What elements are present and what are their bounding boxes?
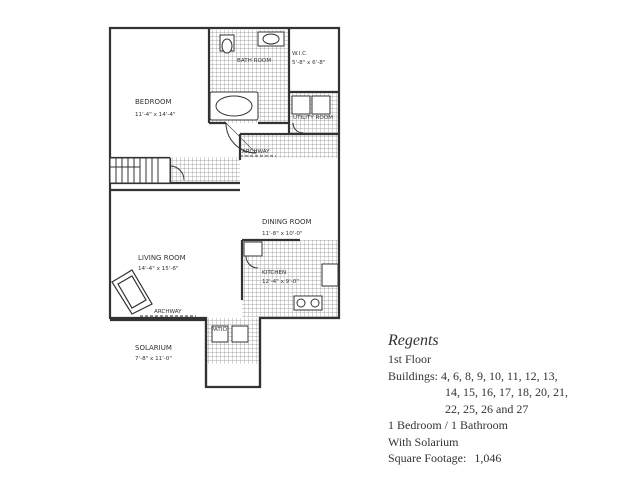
room-name-wic: W.I.C. bbox=[292, 51, 308, 57]
unit-info-legend: Regents 1st Floor Buildings: 4, 6, 8, 9,… bbox=[388, 331, 636, 467]
room-dims-bedroom: 11'-4" x 14'-4" bbox=[135, 112, 176, 118]
room-dims-living: 14'-4" x 15'-6" bbox=[138, 266, 179, 272]
archway-top-label: ARCHWAY bbox=[242, 149, 270, 155]
archway-markers bbox=[140, 155, 276, 317]
room-dims-kitchen: 12'-4" x 9'-0" bbox=[262, 279, 299, 285]
fireplace-icon bbox=[111, 269, 153, 315]
room-labels: BEDROOM 11'-4" x 14'-4" BATH ROOM W.I.C.… bbox=[135, 51, 333, 362]
room-name-patio: PATIO bbox=[211, 327, 227, 333]
buildings-label: Buildings: bbox=[388, 368, 439, 383]
buildings-list-line-3: 22, 25, 26 and 27 bbox=[445, 401, 529, 416]
room-name-living: LIVING ROOM bbox=[138, 254, 186, 262]
room-name-kitchen: KITCHEN bbox=[262, 270, 286, 276]
room-name-bath: BATH ROOM bbox=[237, 58, 271, 64]
buildings-row: Buildings: 4, 6, 8, 9, 10, 11, 12, 13, bbox=[388, 368, 636, 385]
room-name-dining: DINING ROOM bbox=[262, 218, 312, 226]
room-dims-wic: 5'-8" x 6'-8" bbox=[292, 60, 326, 66]
stairs bbox=[109, 157, 171, 184]
buildings-list-line-2: 14, 15, 16, 17, 18, 20, 21, bbox=[445, 385, 568, 399]
square-footage-row: Square Footage: 1,046 bbox=[388, 450, 636, 467]
square-footage-value: 1,046 bbox=[474, 451, 502, 465]
room-name-utility: UTILITY ROOM bbox=[293, 115, 333, 121]
fixtures bbox=[209, 31, 339, 343]
doors bbox=[169, 122, 304, 269]
tile-floors bbox=[170, 30, 339, 364]
floor-plan-diagram: BEDROOM 11'-4" x 14'-4" BATH ROOM W.I.C.… bbox=[108, 26, 341, 389]
buildings-list-line-1: 4, 6, 8, 9, 10, 11, 12, 13, bbox=[441, 368, 558, 383]
floor-label: 1st Floor bbox=[388, 352, 432, 366]
plan-title: Regents bbox=[388, 332, 439, 349]
square-footage-label: Square Footage: bbox=[388, 451, 467, 465]
room-dims-solarium: 7'-8" x 11'-0" bbox=[135, 356, 172, 362]
archway-bottom-label: ARCHWAY bbox=[154, 309, 182, 315]
room-name-solarium: SOLARIUM bbox=[135, 344, 172, 352]
room-name-bedroom: BEDROOM bbox=[135, 98, 172, 106]
bed-bath-count: 1 Bedroom / 1 Bathroom bbox=[388, 418, 508, 432]
extra-feature: With Solarium bbox=[388, 434, 459, 449]
room-dims-dining: 11'-8" x 10'-0" bbox=[262, 231, 303, 237]
